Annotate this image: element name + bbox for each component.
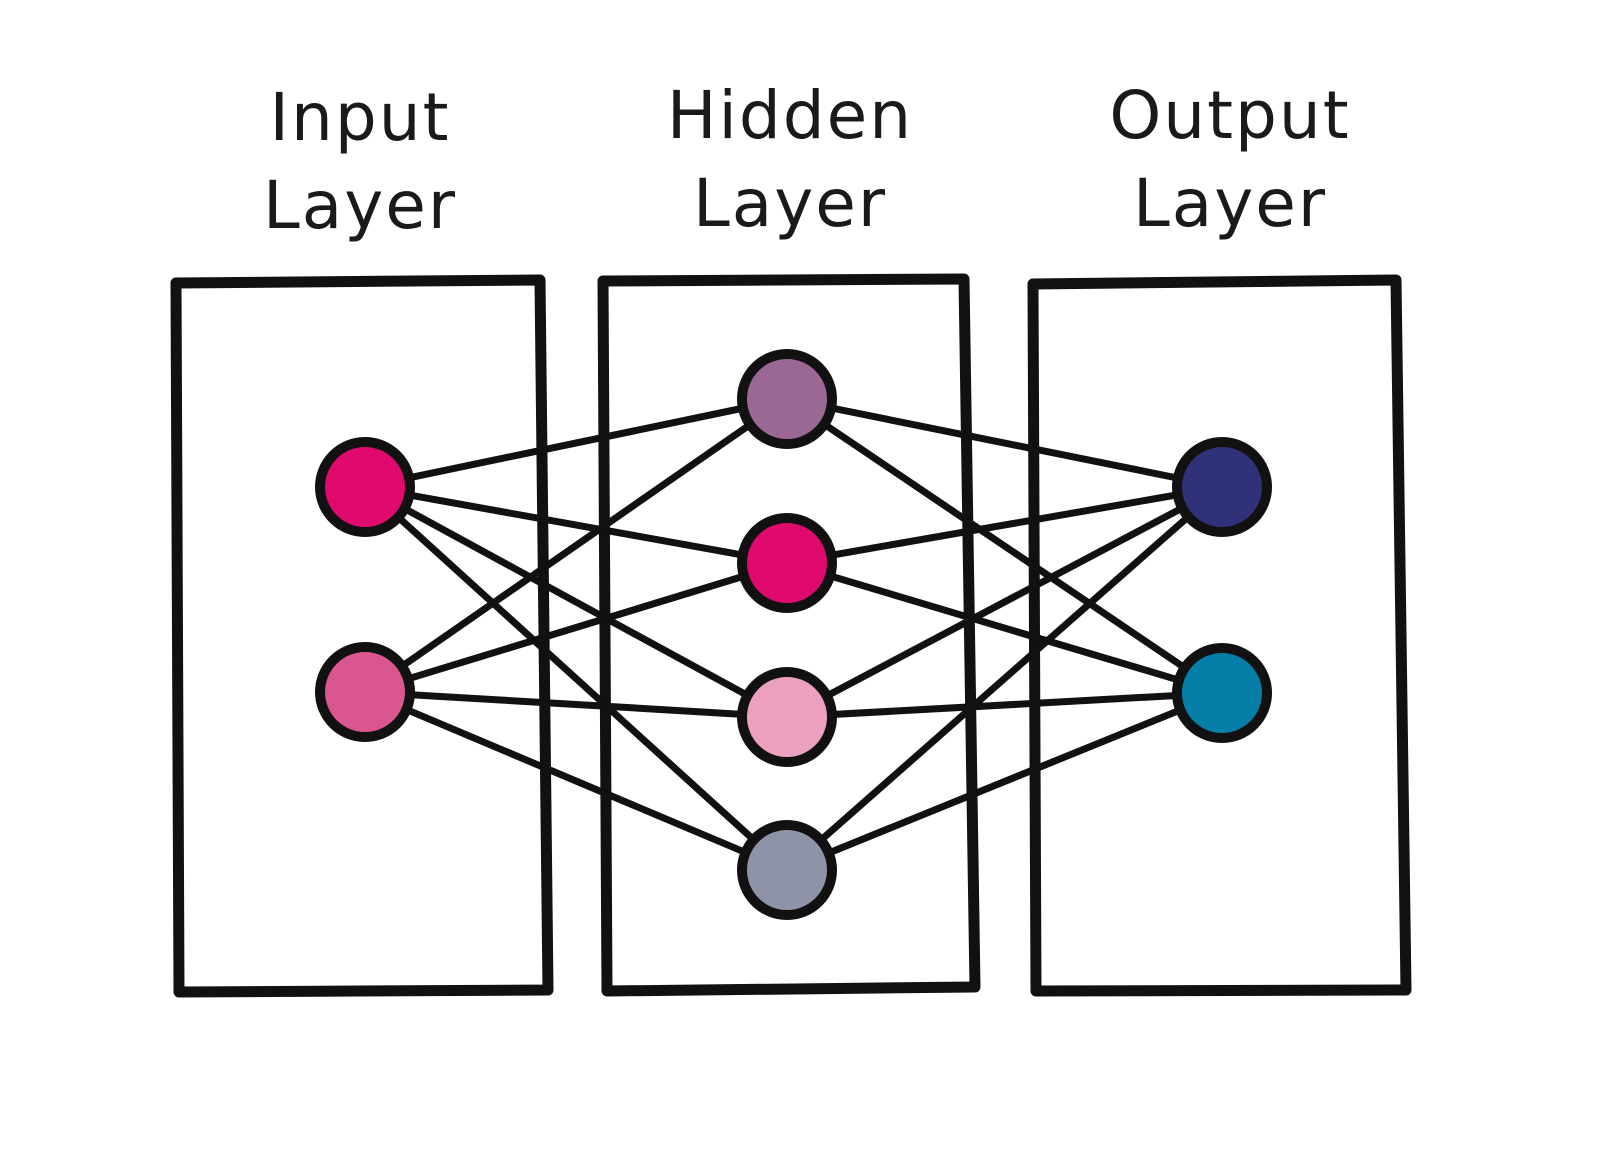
input-node-1 bbox=[315, 437, 415, 537]
edge-hidden-4-to-output-1 bbox=[783, 483, 1226, 874]
output-node-1 bbox=[1172, 437, 1272, 537]
output-layer-title-line1: Output bbox=[1109, 77, 1350, 154]
hidden-layer-title-line1: Hidden bbox=[667, 77, 913, 154]
hidden-node-2 bbox=[737, 513, 837, 613]
edge-input-2-to-hidden-1 bbox=[361, 395, 791, 696]
input-node-2 bbox=[315, 642, 415, 742]
edge-input-1-to-hidden-1 bbox=[361, 395, 791, 491]
input-layer-title-line2: Layer bbox=[263, 167, 457, 244]
connections bbox=[361, 395, 1226, 874]
output-layer-title: Output Layer bbox=[1109, 77, 1350, 242]
edge-input-1-to-hidden-3 bbox=[361, 483, 791, 721]
hidden-node-3 bbox=[737, 667, 837, 767]
hidden-layer-title: Hidden Layer bbox=[667, 77, 913, 242]
edge-input-2-to-hidden-4 bbox=[361, 688, 791, 874]
edge-hidden-1-to-output-2 bbox=[783, 395, 1226, 697]
output-node-2 bbox=[1172, 643, 1272, 743]
input-layer-title: Input Layer bbox=[263, 79, 457, 244]
hidden-layer-box bbox=[597, 273, 981, 997]
hidden-node-4 bbox=[737, 820, 837, 920]
hidden-layer-title-line2: Layer bbox=[693, 165, 887, 242]
edge-hidden-3-to-output-1 bbox=[783, 483, 1226, 721]
edge-hidden-1-to-output-1 bbox=[783, 395, 1226, 491]
edge-input-2-to-hidden-2 bbox=[361, 559, 791, 696]
input-layer-title-line1: Input bbox=[270, 79, 451, 156]
input-layer-box bbox=[170, 274, 554, 998]
output-layer-box bbox=[1027, 274, 1412, 997]
edge-hidden-2-to-output-2 bbox=[783, 559, 1226, 697]
edge-input-1-to-hidden-4 bbox=[361, 483, 791, 874]
edge-hidden-2-to-output-1 bbox=[783, 483, 1226, 567]
output-layer-title-line2: Layer bbox=[1133, 165, 1327, 242]
edge-hidden-3-to-output-2 bbox=[783, 689, 1226, 721]
hidden-node-1 bbox=[737, 349, 837, 449]
edge-input-1-to-hidden-2 bbox=[361, 483, 791, 567]
edge-hidden-4-to-output-2 bbox=[783, 689, 1226, 874]
neurons bbox=[315, 349, 1272, 920]
edge-input-2-to-hidden-3 bbox=[361, 688, 791, 721]
